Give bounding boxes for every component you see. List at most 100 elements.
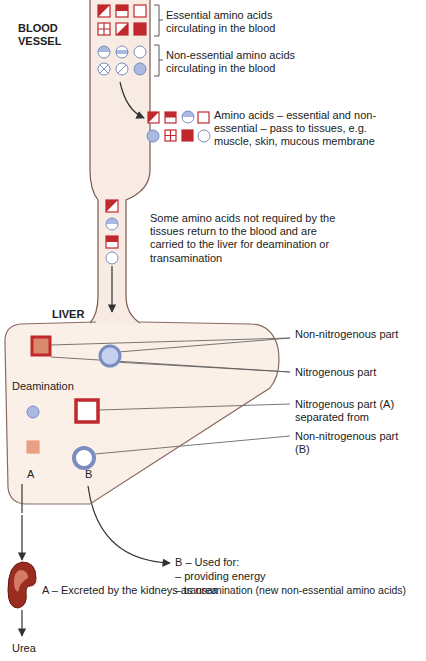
drawing-part (98, 5, 110, 17)
amino-acid-circle (116, 63, 128, 75)
drawing-part (98, 23, 110, 35)
product-label: Urea (12, 642, 52, 655)
drawing-part (116, 63, 128, 75)
drawing-part (27, 441, 39, 453)
drawing-part (106, 218, 118, 224)
drawing-part (76, 400, 98, 422)
drawing-part (106, 200, 118, 212)
drawing-part (154, 5, 163, 36)
drawing-part (90, 0, 150, 324)
drawing-part (116, 46, 128, 58)
drawing-part (32, 337, 50, 355)
drawing-part (27, 406, 39, 418)
amino-acid-circle (134, 46, 146, 58)
drawing-part (116, 5, 128, 11)
liver-outline: LIVER Deamination (0, 300, 290, 515)
drawing-part (198, 130, 210, 142)
drawing-part (106, 236, 118, 248)
process-note: Some amino acids not required by the tis… (150, 212, 340, 265)
use-heading: B – Used for: (175, 556, 415, 569)
drawing-part (134, 46, 146, 58)
drawing-part (182, 111, 194, 123)
drawing-part (100, 346, 120, 366)
amino-acid-square (148, 112, 159, 123)
amino-acid-circle (100, 346, 120, 366)
amino-acid-circle (98, 46, 110, 58)
amino-acid-square (198, 112, 209, 123)
part-label: Nitrogenous part (295, 366, 415, 379)
drawing-part (51, 357, 290, 372)
drawing-part (98, 23, 110, 35)
amino-acid-circle (98, 63, 110, 75)
drawing-part (100, 65, 108, 73)
drawing-part (154, 45, 163, 76)
amino-acid-square (76, 400, 98, 422)
process-note: Amino acids – essential and non-essentia… (214, 109, 384, 149)
drawing-part (147, 130, 159, 142)
drawing-part (134, 23, 146, 35)
drawing-part (98, 5, 110, 17)
liver-outline-path (5, 322, 279, 504)
amino-acid-square (98, 5, 110, 17)
drawing-part (116, 63, 128, 75)
drawing-part (32, 337, 50, 355)
drawing-part (120, 82, 144, 118)
part-letter: B (85, 468, 97, 481)
amino-acid-circle (116, 46, 128, 58)
drawing-part (134, 46, 146, 58)
amino-acid-square (134, 23, 146, 35)
drawing-part (116, 23, 128, 35)
drawing-part (74, 448, 94, 468)
amino-acid-square (182, 130, 193, 141)
drawing-part (106, 236, 118, 242)
part-letter: A (27, 468, 39, 481)
drawing-part (99, 404, 290, 410)
drawing-part (134, 5, 146, 17)
process-name: Deamination (12, 380, 102, 393)
part-label: Non-nitrogenous part (B) (295, 430, 415, 456)
amino-acid-circle (182, 111, 194, 123)
bracket-note: Non-essential amino acids circulating in… (166, 49, 306, 75)
amino-acid-square (116, 23, 128, 35)
drawing-part (116, 23, 128, 35)
amino-acid-circle (74, 448, 94, 468)
drawing-part (98, 46, 110, 58)
amino-acid-square (106, 236, 118, 248)
vessel-label-node: BLOOD VESSEL (18, 22, 84, 54)
drawing-part (198, 130, 210, 142)
drawing-part (106, 236, 118, 248)
drawing-part (182, 111, 194, 117)
drawing-part (106, 218, 118, 230)
drawing-part (198, 112, 209, 123)
drawing-part (116, 46, 128, 58)
amino-acid-circle (27, 406, 39, 418)
drawing-part (106, 252, 118, 264)
drawing-part (134, 5, 146, 17)
drawing-part (98, 63, 110, 75)
amino-acid-square (98, 23, 110, 35)
drawing-part (90, 0, 98, 323)
amino-acid-square (116, 5, 128, 17)
drawing-part (21, 484, 22, 513)
drawing-part (50, 338, 290, 353)
drawing-part (118, 65, 126, 73)
organ-name: LIVER (52, 308, 92, 321)
bracket-note: Essential amino acids circulating in the… (166, 9, 306, 35)
drawing-part (106, 218, 118, 230)
drawing-part (134, 63, 146, 75)
drawing-part (148, 112, 159, 123)
drawing-part (98, 46, 110, 58)
drawing-part (165, 112, 176, 123)
drawing-part (116, 23, 128, 35)
drawing-part (182, 130, 193, 141)
use-item: – transamination (new non-essential amin… (175, 584, 415, 597)
amino-acid-square (32, 337, 50, 355)
vessel-heading: BLOOD VESSEL (18, 22, 84, 48)
amino-acid-square (165, 112, 176, 123)
drawing-part (100, 346, 120, 366)
use-item: – providing energy (175, 570, 415, 583)
drawing-part (147, 130, 159, 142)
drawing-part (165, 130, 176, 141)
drawing-part (76, 400, 98, 422)
